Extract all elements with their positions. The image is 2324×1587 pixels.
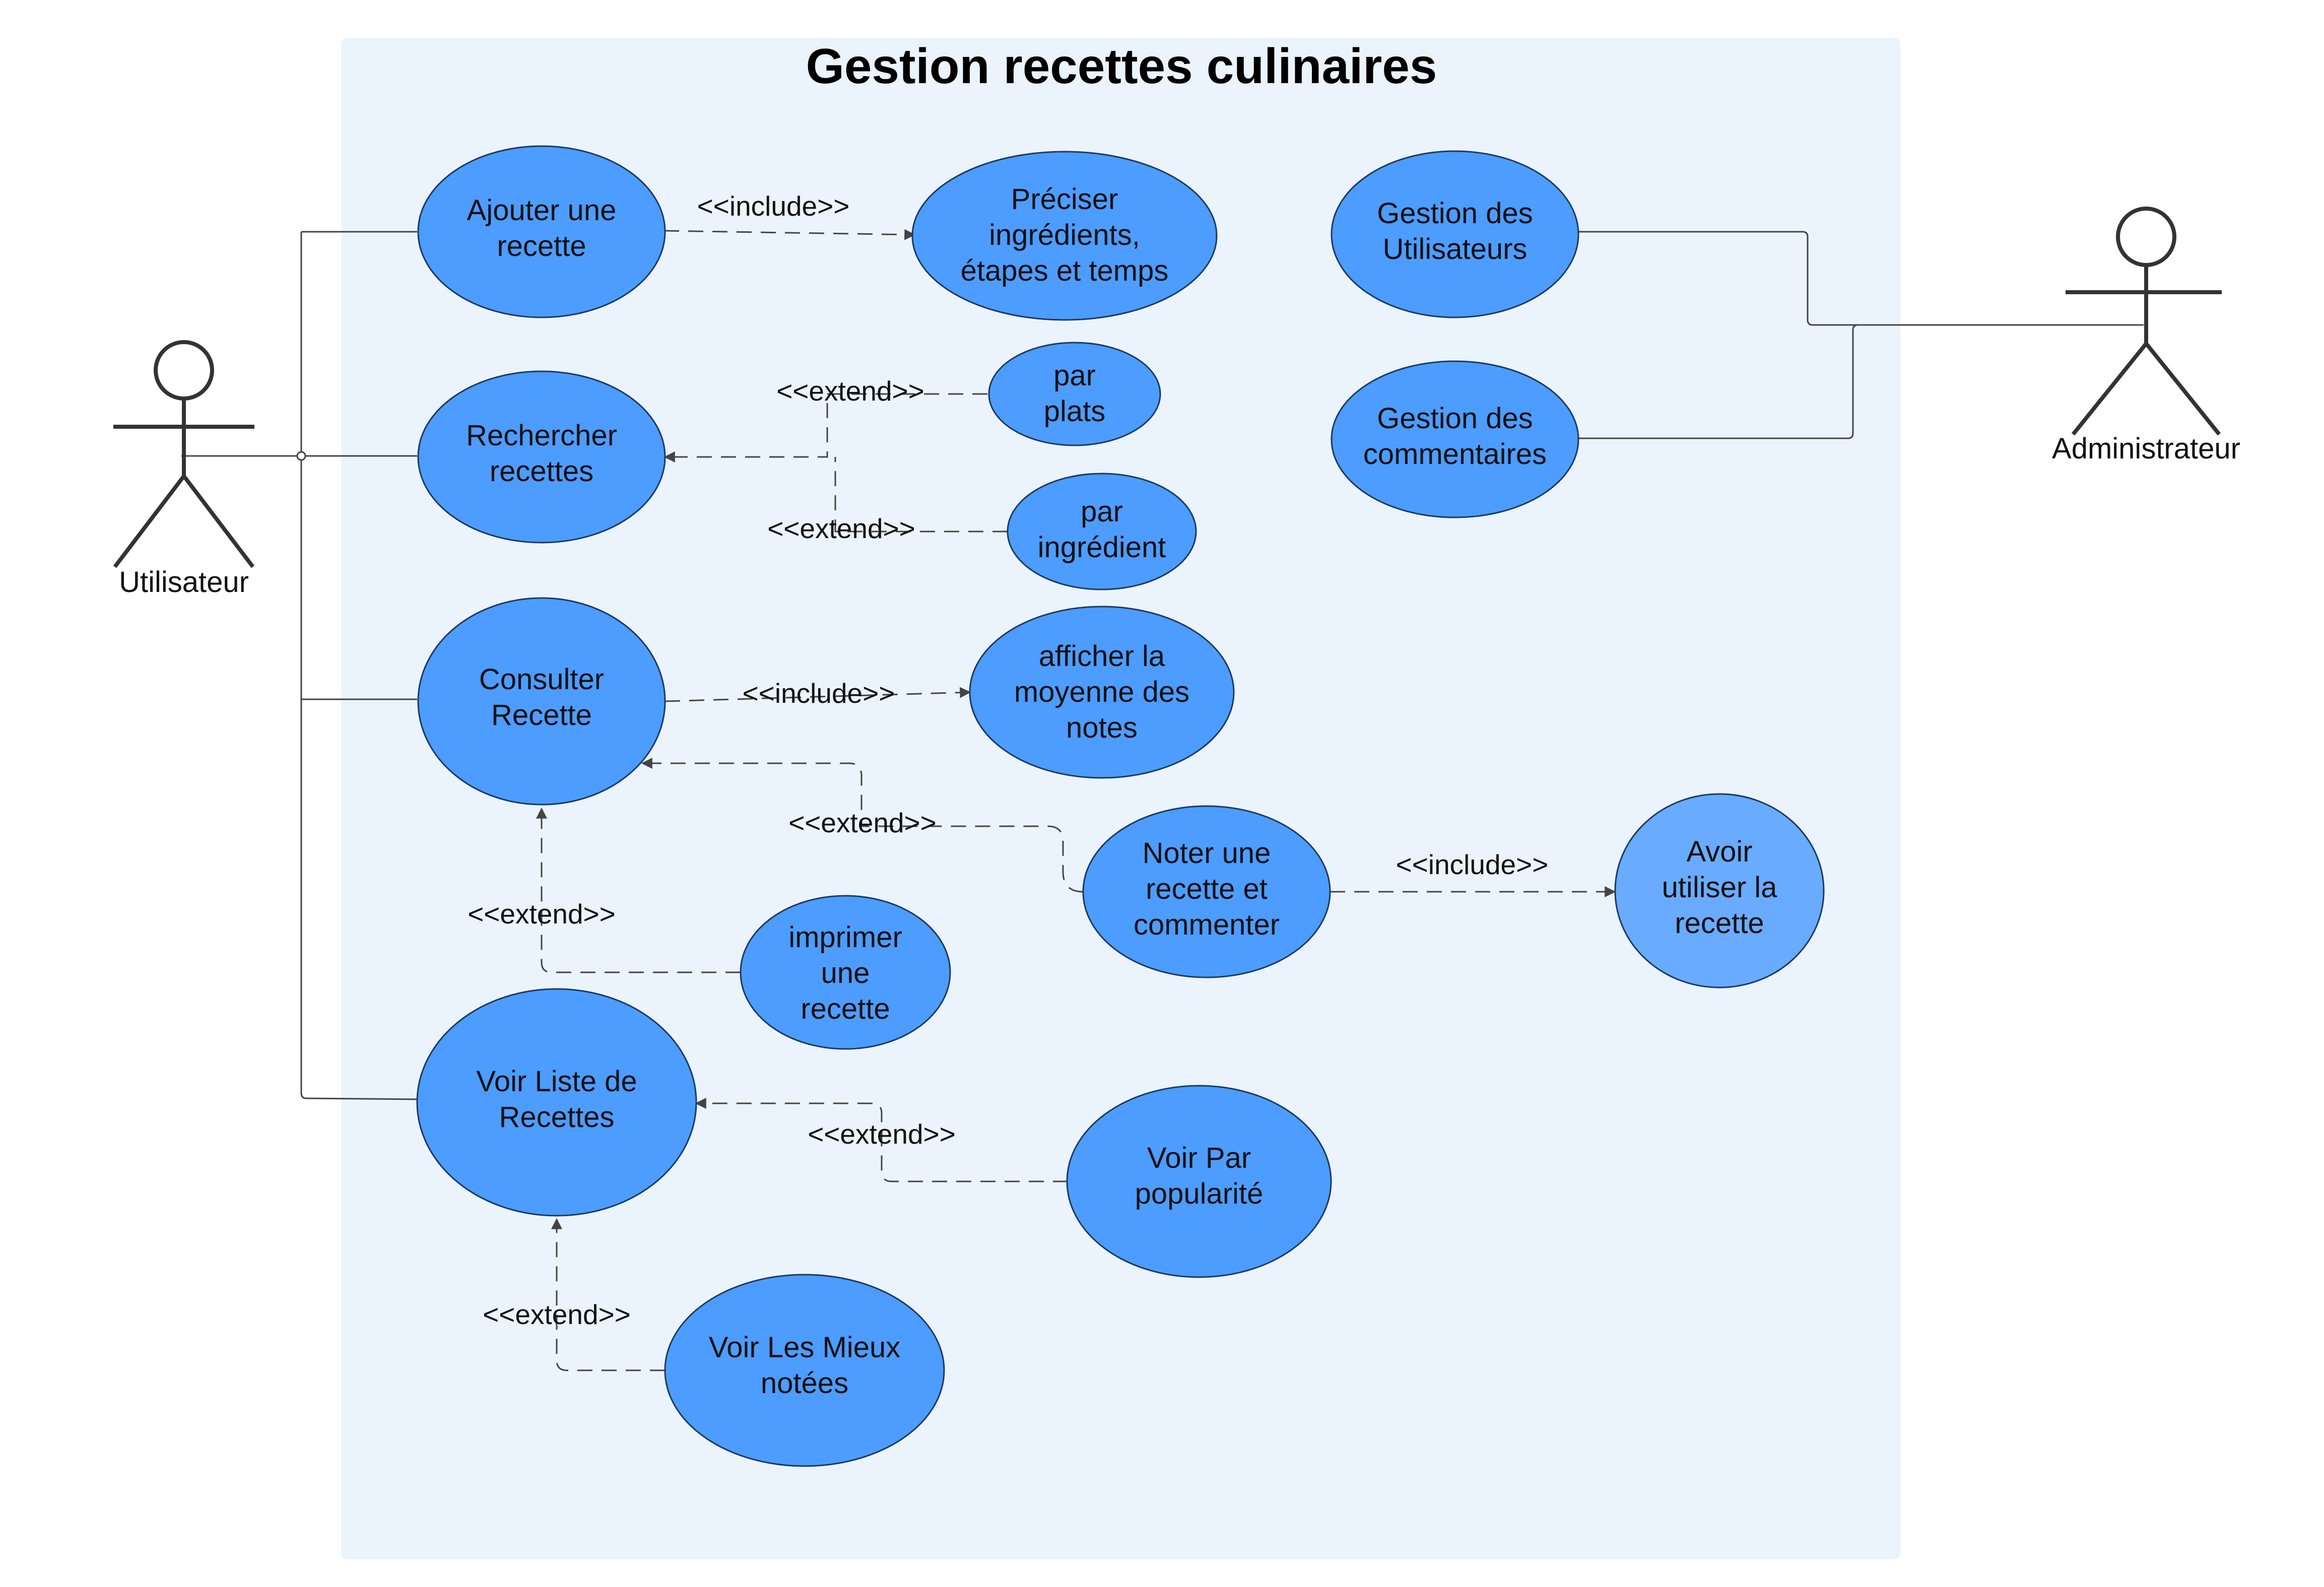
actor-administrateur-label: Administrateur (2052, 432, 2240, 465)
extend-popularite-liste (695, 1098, 1068, 1182)
actor-utilisateur[interactable] (113, 340, 255, 568)
admin-associations (1574, 231, 2144, 439)
extend-imprimer-consulter (536, 807, 741, 973)
actor-head-icon (154, 340, 214, 401)
label-extend-plats: <<extend>> (776, 375, 924, 407)
diagram-title: Gestion recettes culinaires (806, 38, 1437, 94)
label-extend-mieux: <<extend>> (483, 1299, 631, 1330)
actor-administrateur[interactable] (2066, 207, 2222, 436)
label-extend-ingredient: <<extend>> (767, 513, 915, 544)
relationship-labels: <<include>> <<extend>> <<extend>> <<incl… (468, 190, 1548, 1330)
relationships (536, 229, 1616, 1371)
label-include-afficher: <<include>> (743, 678, 895, 709)
user-associations (181, 231, 418, 1100)
include-consulter-afficher (665, 687, 971, 702)
association-junction (296, 451, 306, 461)
label-extend-imprimer: <<extend>> (468, 898, 616, 930)
extend-plats-rechercher (663, 393, 987, 462)
include-ajouter-preciser (663, 229, 916, 240)
actor-utilisateur-label: Utilisateur (119, 566, 249, 599)
actor-head-icon (2116, 207, 2176, 267)
label-include-avoir: <<include>> (1396, 849, 1549, 880)
label-include-ajouter: <<include>> (697, 190, 850, 222)
extend-ingredient-rechercher (834, 457, 1008, 533)
label-extend-noter: <<extend>> (788, 807, 937, 838)
extend-noter-consulter (641, 758, 1084, 893)
label-extend-popularite: <<extend>> (808, 1118, 956, 1150)
extend-mieux-liste (551, 1218, 665, 1371)
